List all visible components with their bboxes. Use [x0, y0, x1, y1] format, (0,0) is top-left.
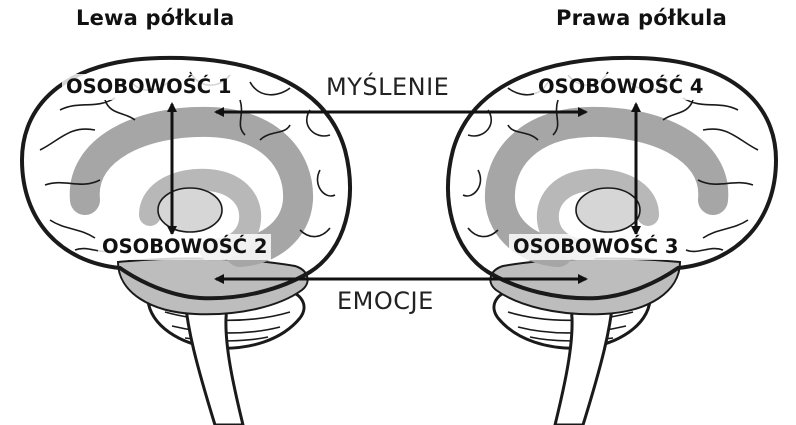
personality-1-label: OSOBOWOŚĆ 1: [62, 74, 235, 100]
right-thalamus: [576, 188, 640, 232]
thinking-label: MYŚLENIE: [320, 72, 455, 102]
left-hemisphere-title: Lewa półkula: [76, 6, 234, 30]
left-thalamus: [158, 188, 222, 232]
personality-2-label: OSOBOWOŚĆ 2: [98, 234, 271, 260]
right-hemisphere-title: Prawa półkula: [556, 6, 727, 30]
personality-4-label: OSOBOWOŚĆ 4: [534, 74, 707, 100]
emotions-label: EMOCJE: [331, 286, 440, 316]
personality-3-label: OSOBOWOŚĆ 3: [509, 234, 682, 260]
